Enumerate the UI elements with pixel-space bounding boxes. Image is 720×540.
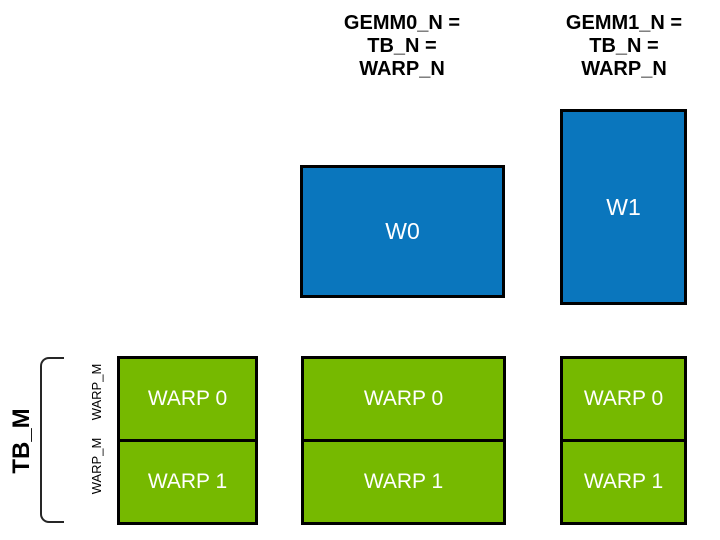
- gemm1-column-header: GEMM1_N = TB_N = WARP_N: [519, 12, 720, 81]
- warp-row: WARP 0: [120, 359, 255, 442]
- gemm1-header-line-2: TB_N =: [589, 35, 659, 57]
- w0-label: W0: [385, 218, 420, 244]
- warp-row: WARP 1: [304, 442, 503, 522]
- gemm1-header-line-1: GEMM1_N =: [565, 12, 683, 34]
- warp1-label: WARP 1: [147, 470, 228, 493]
- warp1-label: WARP 1: [363, 470, 444, 493]
- warp-row: WARP 1: [120, 442, 255, 522]
- warp-m-row1-label: WARP_M: [89, 437, 104, 495]
- gemm0-column-header: GEMM0_N = TB_N = WARP_N: [297, 12, 507, 81]
- warp0-label: WARP 0: [583, 387, 664, 410]
- gemm1-header-line-3: WARP_N: [581, 58, 667, 80]
- warp1-label: WARP 1: [583, 470, 664, 493]
- gemm0-header-line-3: WARP_N: [359, 58, 445, 80]
- threadblock-tile-right: WARP 0 WARP 1: [560, 356, 687, 525]
- w1-accumulator-box: W1: [560, 109, 687, 305]
- w0-accumulator-box: W0: [300, 165, 505, 298]
- gemm0-header-line-2: TB_N =: [367, 35, 437, 57]
- w1-label: W1: [606, 193, 641, 220]
- tb-m-bracket: [40, 357, 64, 523]
- threadblock-tile-left: WARP 0 WARP 1: [117, 356, 258, 525]
- gemm0-header-line-1: GEMM0_N =: [343, 12, 461, 34]
- warp-m-row0-label: WARP_M: [89, 363, 104, 421]
- threadblock-tile-middle: WARP 0 WARP 1: [301, 356, 506, 525]
- warp-row: WARP 0: [563, 359, 684, 442]
- warp-row: WARP 1: [563, 442, 684, 522]
- warp0-label: WARP 0: [147, 387, 228, 410]
- warp-row: WARP 0: [304, 359, 503, 442]
- tb-m-axis-label: TB_M: [8, 408, 35, 474]
- warp0-label: WARP 0: [363, 387, 444, 410]
